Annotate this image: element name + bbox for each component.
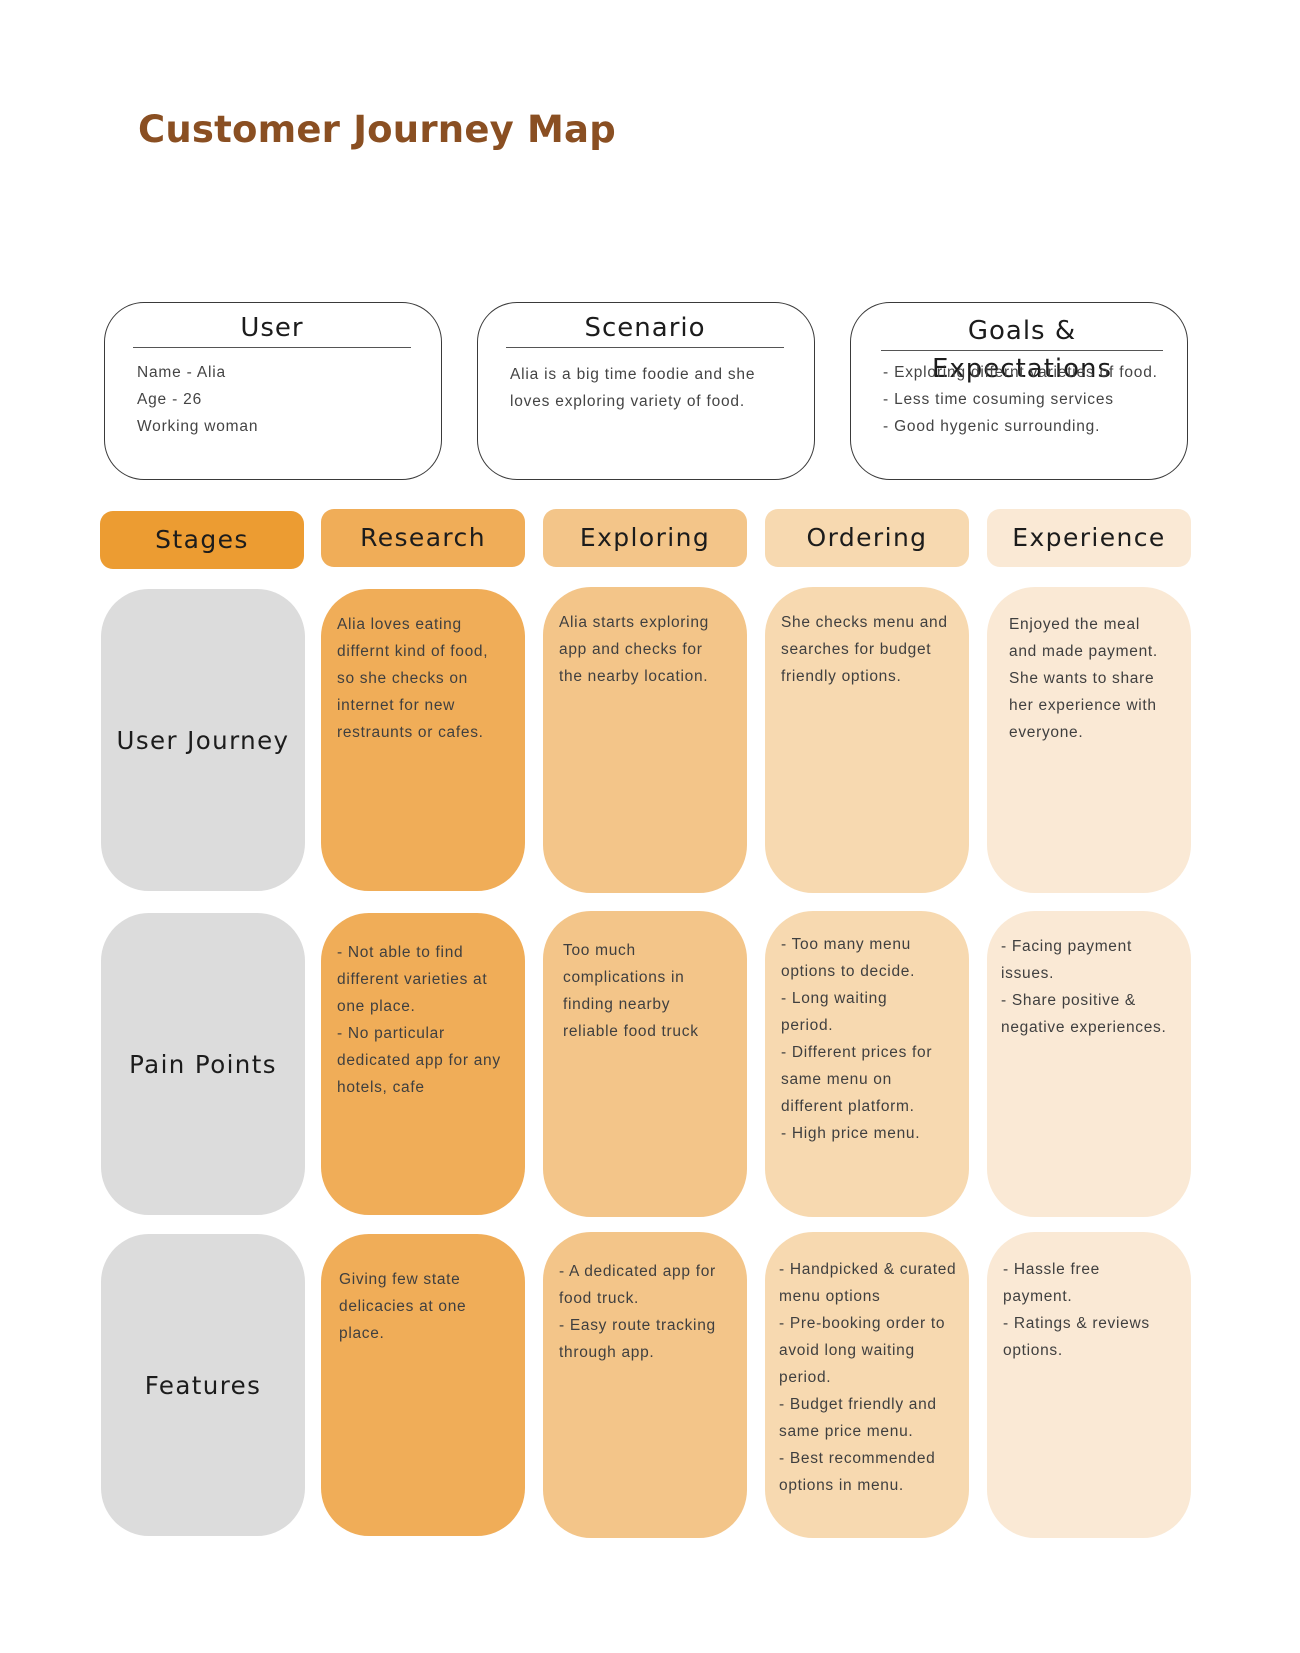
cell-pain-points-exploring: Too much complications in finding nearby… <box>543 911 747 1217</box>
scenario-card-title: Scenario <box>506 309 784 348</box>
cell-line: - No particular <box>337 1025 445 1042</box>
cell-line: Giving few state <box>339 1271 461 1288</box>
goals-card-lines: - Exploring differnt varieties of food. … <box>883 359 1181 440</box>
user-card-line: Age - 26 <box>137 391 202 408</box>
cell-line: menu options <box>779 1288 881 1305</box>
cell-line: - A dedicated app for <box>559 1263 716 1280</box>
cell-line: - Easy route tracking <box>559 1317 716 1334</box>
cell-line: place. <box>339 1325 385 1342</box>
cell-line: issues. <box>1001 965 1055 982</box>
goals-card: Goals & Expectations - Exploring differn… <box>850 302 1188 480</box>
cell-line: searches for budget <box>781 641 932 658</box>
cell-features-research: Giving few state delicacies at one place… <box>321 1234 525 1536</box>
cell-line: the nearby location. <box>559 668 709 685</box>
cell-line: through app. <box>559 1344 655 1361</box>
cell-line: She checks menu and <box>781 614 948 631</box>
cell-line: - Share positive & <box>1001 992 1136 1009</box>
cell-pain-points-ordering: - Too many menu options to decide. - Lon… <box>765 911 969 1217</box>
page-title: Customer Journey Map <box>138 108 616 151</box>
cell-line: so she checks on <box>337 670 468 687</box>
cell-line: food truck. <box>559 1290 640 1307</box>
cell-line: finding nearby <box>563 996 671 1013</box>
row-label-pain-points: Pain Points <box>101 913 305 1215</box>
row-label-user-journey: User Journey <box>101 589 305 891</box>
scenario-card-line: Alia is a big time foodie and she <box>510 366 756 383</box>
cell-line: - Too many menu <box>781 936 911 953</box>
cell-line: app and checks for <box>559 641 703 658</box>
cell-line: Alia loves eating <box>337 616 462 633</box>
cell-line: - Pre-booking order to <box>779 1315 946 1332</box>
cell-line: - Best recommended <box>779 1450 936 1467</box>
cell-features-exploring: - A dedicated app for food truck. - Easy… <box>543 1232 747 1538</box>
cell-line: different platform. <box>781 1098 915 1115</box>
user-card-lines: Name - Alia Age - 26 Working woman <box>137 359 427 440</box>
cell-line: complications in <box>563 969 685 986</box>
scenario-card-lines: Alia is a big time foodie and she loves … <box>510 361 800 415</box>
user-card-line: Working woman <box>137 418 259 435</box>
stage-header-experience: Experience <box>987 509 1191 567</box>
cell-features-ordering: - Handpicked & curated menu options - Pr… <box>765 1232 969 1538</box>
cell-line: - Budget friendly and <box>779 1396 937 1413</box>
cell-line: her experience with <box>1009 697 1157 714</box>
cell-line: delicacies at one <box>339 1298 467 1315</box>
cell-user-journey-experience: Enjoyed the meal and made payment. She w… <box>987 587 1191 893</box>
cell-features-experience: - Hassle free payment. - Ratings & revie… <box>987 1232 1191 1538</box>
cell-line: avoid long waiting <box>779 1342 915 1359</box>
user-card-title: User <box>133 309 411 348</box>
cell-line: period. <box>781 1017 834 1034</box>
user-card-line: Name - Alia <box>137 364 226 381</box>
cell-line: - Different prices for <box>781 1044 933 1061</box>
cell-line: - Hassle free <box>1003 1261 1100 1278</box>
cell-line: She wants to share <box>1009 670 1155 687</box>
cell-line: hotels, cafe <box>337 1079 425 1096</box>
cell-line: - Handpicked & curated <box>779 1261 957 1278</box>
goals-card-title: Goals & Expectations <box>881 312 1163 384</box>
scenario-card-line: loves exploring variety of food. <box>510 393 745 410</box>
cell-line: and made payment. <box>1009 643 1158 660</box>
stage-header-exploring: Exploring <box>543 509 747 567</box>
cell-line: payment. <box>1003 1288 1073 1305</box>
cell-line: - High price menu. <box>781 1125 921 1142</box>
cell-line: internet for new <box>337 697 456 714</box>
cell-pain-points-research: - Not able to find different varieties a… <box>321 913 525 1215</box>
cell-pain-points-experience: - Facing payment issues. - Share positiv… <box>987 911 1191 1217</box>
cell-line: - Facing payment <box>1001 938 1132 955</box>
stage-header-ordering: Ordering <box>765 509 969 567</box>
cell-line: one place. <box>337 998 416 1015</box>
cell-line: Alia starts exploring <box>559 614 709 631</box>
cell-line: Too much <box>563 942 636 959</box>
cell-line: friendly options. <box>781 668 902 685</box>
cell-line: restraunts or cafes. <box>337 724 484 741</box>
cell-line: options to decide. <box>781 963 916 980</box>
cell-user-journey-exploring: Alia starts exploring app and checks for… <box>543 587 747 893</box>
goals-card-line: - Exploring differnt varieties of food. <box>883 364 1158 381</box>
cell-line: Enjoyed the meal <box>1009 616 1140 633</box>
cell-line: reliable food truck <box>563 1023 699 1040</box>
row-label-features: Features <box>101 1234 305 1536</box>
cell-user-journey-research: Alia loves eating differnt kind of food,… <box>321 589 525 891</box>
cell-user-journey-ordering: She checks menu and searches for budget … <box>765 587 969 893</box>
user-card: User Name - Alia Age - 26 Working woman <box>104 302 442 480</box>
goals-card-line: - Less time cosuming services <box>883 391 1114 408</box>
cell-line: dedicated app for any <box>337 1052 501 1069</box>
stage-header-stages: Stages <box>100 511 304 569</box>
cell-line: options in menu. <box>779 1477 904 1494</box>
cell-line: - Long waiting <box>781 990 888 1007</box>
cell-line: same menu on <box>781 1071 892 1088</box>
cell-line: - Not able to find <box>337 944 464 961</box>
cell-line: same price menu. <box>779 1423 914 1440</box>
stage-header-research: Research <box>321 509 525 567</box>
cell-line: everyone. <box>1009 724 1084 741</box>
scenario-card: Scenario Alia is a big time foodie and s… <box>477 302 815 480</box>
cell-line: differnt kind of food, <box>337 643 489 660</box>
cell-line: period. <box>779 1369 832 1386</box>
goals-card-line: - Good hygenic surrounding. <box>883 418 1101 435</box>
cell-line: negative experiences. <box>1001 1019 1167 1036</box>
cell-line: different varieties at <box>337 971 488 988</box>
cell-line: options. <box>1003 1342 1063 1359</box>
cell-line: - Ratings & reviews <box>1003 1315 1150 1332</box>
